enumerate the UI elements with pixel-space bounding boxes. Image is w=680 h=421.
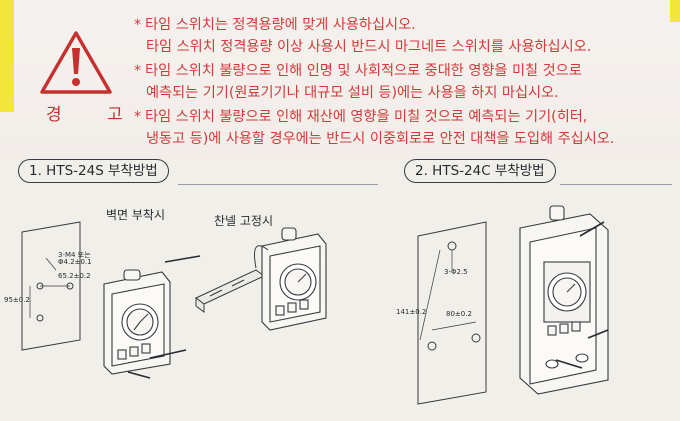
- dimension-lines-s2: [419, 249, 477, 341]
- dim-width-s2: 80±0.2: [446, 310, 472, 318]
- section1-rule: [178, 184, 378, 185]
- dim-width: 65.2±0.2: [58, 272, 91, 280]
- dim-height: 95±0.2: [4, 296, 30, 304]
- dim-height-s2: 141±0.2: [396, 308, 427, 316]
- caption-wall-mount: 벽면 부착시: [106, 208, 166, 222]
- warning-label: 경 고: [46, 105, 143, 125]
- warning-line-5: *타임 스위치 불량으로 인해 재산에 영향을 미칠 것으로 예측되는 기기(히…: [134, 109, 588, 125]
- warning-triangle-icon: [40, 31, 112, 94]
- caption-rail-mount: 찬넬 고정시: [214, 214, 274, 228]
- section2-title: 2. HTS-24C 부착방법: [404, 159, 556, 183]
- mounting-holes-s1: [36, 282, 74, 322]
- dim-screw: 3-M4 또는: [58, 251, 91, 259]
- wall-plate-s2: [417, 221, 487, 405]
- section2-rule: [560, 184, 672, 185]
- rail-arrow: [254, 245, 269, 269]
- dim-hole: Φ4.2±0.1: [58, 258, 92, 266]
- section1-title: 1. HTS-24S 부착방법: [18, 159, 169, 183]
- warning-line-2: 타임 스위치 정격용량 이상 사용시 반드시 마그네트 스위치를 사용하십시오.: [146, 39, 592, 55]
- warning-line-4: 예측되는 기기(원료기기나 대규모 설비 등)에는 사용을 하지 마십시오.: [146, 85, 559, 101]
- warning-line-1: *타임 스위치는 정격용량에 맞게 사용하십시오.: [134, 17, 416, 33]
- screws-s1: [127, 255, 201, 379]
- screws-s2: [555, 221, 609, 369]
- yellow-edge-right: [670, 0, 680, 22]
- warning-line-3: *타임 스위치 불량으로 인해 인명 및 사회적으로 중대한 영향을 미칠 것으…: [134, 63, 582, 79]
- warning-panel: [0, 0, 680, 160]
- timer-device-wall: [103, 269, 171, 375]
- dimension-lines-s1: [29, 257, 70, 318]
- yellow-edge: [0, 0, 14, 112]
- wall-plate: [21, 221, 81, 351]
- mounting-holes-s2: [427, 241, 481, 351]
- timer-device-box: [519, 205, 609, 395]
- din-rail: [195, 269, 265, 313]
- timer-device-rail: [261, 227, 327, 331]
- dim-holes-s2: 3-Φ2.5: [444, 268, 468, 276]
- warning-line-6: 냉동고 등)에 사용할 경우에는 반드시 이중회로로 안전 대책을 도입해 주십…: [146, 131, 615, 147]
